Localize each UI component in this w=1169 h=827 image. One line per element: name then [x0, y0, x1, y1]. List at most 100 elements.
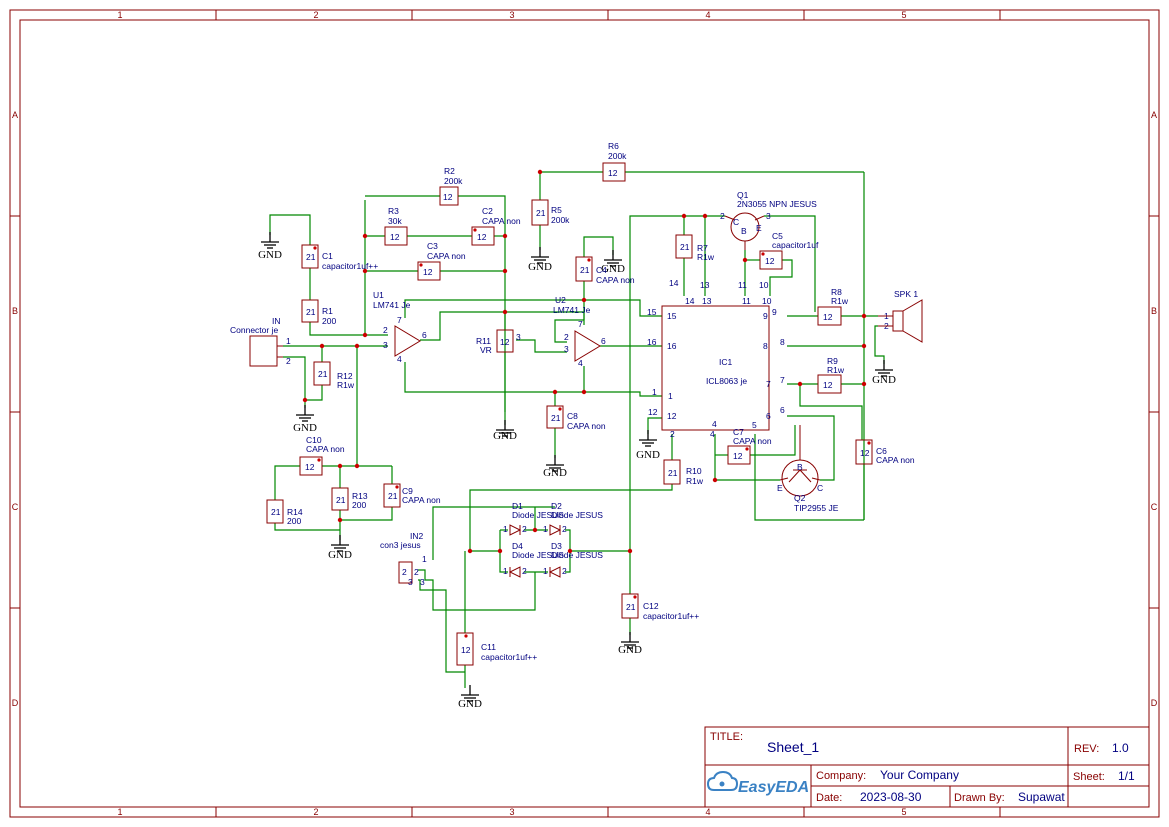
component-speaker[interactable]: 1 2 SPK 1	[878, 289, 923, 343]
svg-text:1: 1	[668, 391, 673, 401]
svg-text:E: E	[777, 483, 783, 493]
zone-col-3-top: 3	[509, 10, 514, 20]
gnd-label-input: GND	[293, 422, 317, 434]
svg-text:12: 12	[500, 337, 510, 347]
component-q2[interactable]: B E C Q2 TIP2955 JE	[777, 425, 839, 513]
c9-ref: C9	[402, 486, 413, 496]
d3-value: Diode JESUS	[551, 550, 603, 560]
c5-ref: C5	[772, 231, 783, 241]
svg-text:12: 12	[390, 232, 400, 242]
d3-ref: D3	[551, 541, 562, 551]
svg-text:8: 8	[763, 341, 768, 351]
component-r11[interactable]: 12 3 R11 VR	[476, 329, 521, 355]
c4-ref: C4	[596, 265, 607, 275]
gnd-label-c12: GND	[618, 644, 642, 656]
svg-text:12: 12	[733, 451, 743, 461]
component-c5[interactable]: 12 C5 capacitor1uf	[759, 231, 819, 270]
component-r1[interactable]: 21 R1 200	[301, 299, 336, 326]
ic1-ref: IC1	[719, 357, 733, 367]
r6-ref: R6	[608, 141, 619, 151]
component-r9[interactable]: 12 R9 R1w	[817, 356, 845, 394]
svg-text:7: 7	[397, 315, 402, 325]
svg-text:1: 1	[543, 524, 548, 534]
component-c2[interactable]: 12 C2 CAPA non	[471, 206, 521, 246]
c3-ref: C3	[427, 241, 438, 251]
d2-value: Diode JESUS	[551, 510, 603, 520]
component-c1[interactable]: 21 C1 capacitor1uf++	[301, 244, 378, 271]
r1-ref: R1	[322, 306, 333, 316]
q1-value: 2N3055 NPN JESUS	[737, 199, 817, 209]
gnd-label-r13: GND	[328, 549, 352, 561]
svg-text:8: 8	[780, 337, 785, 347]
component-c11[interactable]: 12 C11 capacitor1uf++	[456, 632, 537, 666]
zone-col-4-top: 4	[705, 10, 710, 20]
drawn-by-value: Supawat	[1018, 790, 1065, 804]
component-d2[interactable]: 1 2 D2 Diode JESUS	[543, 501, 603, 536]
svg-text:E: E	[756, 223, 762, 233]
component-u2[interactable]: 2 3 6 7 4 U2 LM741 Je	[553, 295, 606, 368]
gnd-label-ic: GND	[636, 449, 660, 461]
component-r5[interactable]: 21 R5 200k	[531, 199, 570, 226]
component-c4[interactable]: 21 C4 CAPA non	[575, 256, 635, 285]
c7-value: CAPA non	[733, 436, 772, 446]
zone-row-d-left: D	[12, 698, 19, 708]
q2-ref: Q2	[794, 493, 806, 503]
component-c6[interactable]: 12 C6 CAPA non	[855, 439, 915, 465]
component-r3[interactable]: 12 R3 30k	[384, 206, 408, 246]
svg-text:11: 11	[738, 280, 747, 290]
component-d1[interactable]: 1 2 D1 Diode JESUS	[503, 501, 564, 536]
component-r10[interactable]: 21 R10 R1w	[663, 459, 704, 486]
component-ic1[interactable]: IC1 ICL8063 je 15 15 16 16 1 1 12 12 9 9…	[647, 278, 785, 439]
component-c9[interactable]: 21 C9 CAPA non	[383, 483, 441, 508]
title-block: TITLE: Sheet_1 REV: 1.0 Company: Your Co…	[704, 726, 1150, 808]
component-r2[interactable]: 12 R2 200k	[439, 166, 463, 206]
r5-value: 200k	[551, 215, 570, 225]
wires	[269, 171, 885, 688]
component-in2[interactable]: 2 1 2 3 3 IN2 con3 jesus	[380, 531, 427, 587]
gnd-label-spk: GND	[872, 374, 896, 386]
component-c7[interactable]: 12 C7 CAPA non	[727, 427, 772, 465]
component-c3[interactable]: 12 C3 CAPA non	[417, 241, 466, 281]
gnd-label-c8: GND	[543, 467, 567, 479]
drawing-frame: 1 2 3 4 5 1 2 3 4 5 A B C D A B C D	[9, 9, 1160, 818]
r13-value: 200	[352, 500, 366, 510]
title-value: Sheet_1	[767, 739, 819, 755]
svg-text:12: 12	[461, 645, 471, 655]
component-c12[interactable]: 21 C12 capacitor1uf++	[621, 593, 699, 621]
svg-text:2: 2	[522, 566, 527, 576]
gnd-label-c4: GND	[601, 263, 625, 275]
component-r14[interactable]: 21 R14 200	[266, 499, 303, 526]
rev-value: 1.0	[1112, 741, 1129, 755]
zone-col-1-bottom: 1	[117, 807, 122, 817]
component-c8[interactable]: 21 C8 CAPA non	[546, 405, 606, 431]
r10-ref: R10	[686, 466, 702, 476]
in2-ref: IN2	[410, 531, 424, 541]
svg-text:21: 21	[388, 491, 398, 501]
svg-text:21: 21	[306, 252, 316, 262]
component-d4[interactable]: 1 2 D4 Diode JESUS	[503, 541, 564, 578]
gnd-label-r5: GND	[528, 261, 552, 273]
component-c10[interactable]: 12 C10 CAPA non	[299, 435, 345, 476]
svg-text:14: 14	[685, 296, 695, 306]
c2-ref: C2	[482, 206, 493, 216]
component-d3[interactable]: 1 2 D3 Diode JESUS	[543, 541, 603, 578]
c8-value: CAPA non	[567, 421, 606, 431]
ic1-value: ICL8063 je	[706, 376, 747, 386]
component-q1[interactable]: 2 3 B C E Q1 2N3055 NPN JESUS	[720, 190, 817, 250]
component-u1[interactable]: 2 3 6 7 4 U1 LM741 Je	[373, 290, 427, 364]
zone-col-2-top: 2	[313, 10, 318, 20]
component-in-connector[interactable]: 1 2 IN Connector je	[230, 316, 291, 367]
zone-row-a-left: A	[12, 110, 18, 120]
svg-text:4: 4	[710, 429, 715, 439]
zone-col-3-bottom: 3	[509, 807, 514, 817]
component-r12[interactable]: 21 R12 R1w	[313, 361, 355, 390]
svg-text:12: 12	[823, 380, 833, 390]
component-r13[interactable]: 21 R13 200	[331, 487, 368, 511]
component-r8[interactable]: 12 R8 R1w	[817, 287, 849, 326]
zone-col-1-top: 1	[117, 10, 122, 20]
zone-row-c-right: C	[1151, 502, 1158, 512]
component-r7[interactable]: 21 R7 R1w	[675, 234, 715, 262]
svg-text:7: 7	[578, 319, 583, 329]
component-r6[interactable]: 12 R6 200k	[602, 141, 627, 182]
svg-text:2: 2	[402, 567, 407, 577]
